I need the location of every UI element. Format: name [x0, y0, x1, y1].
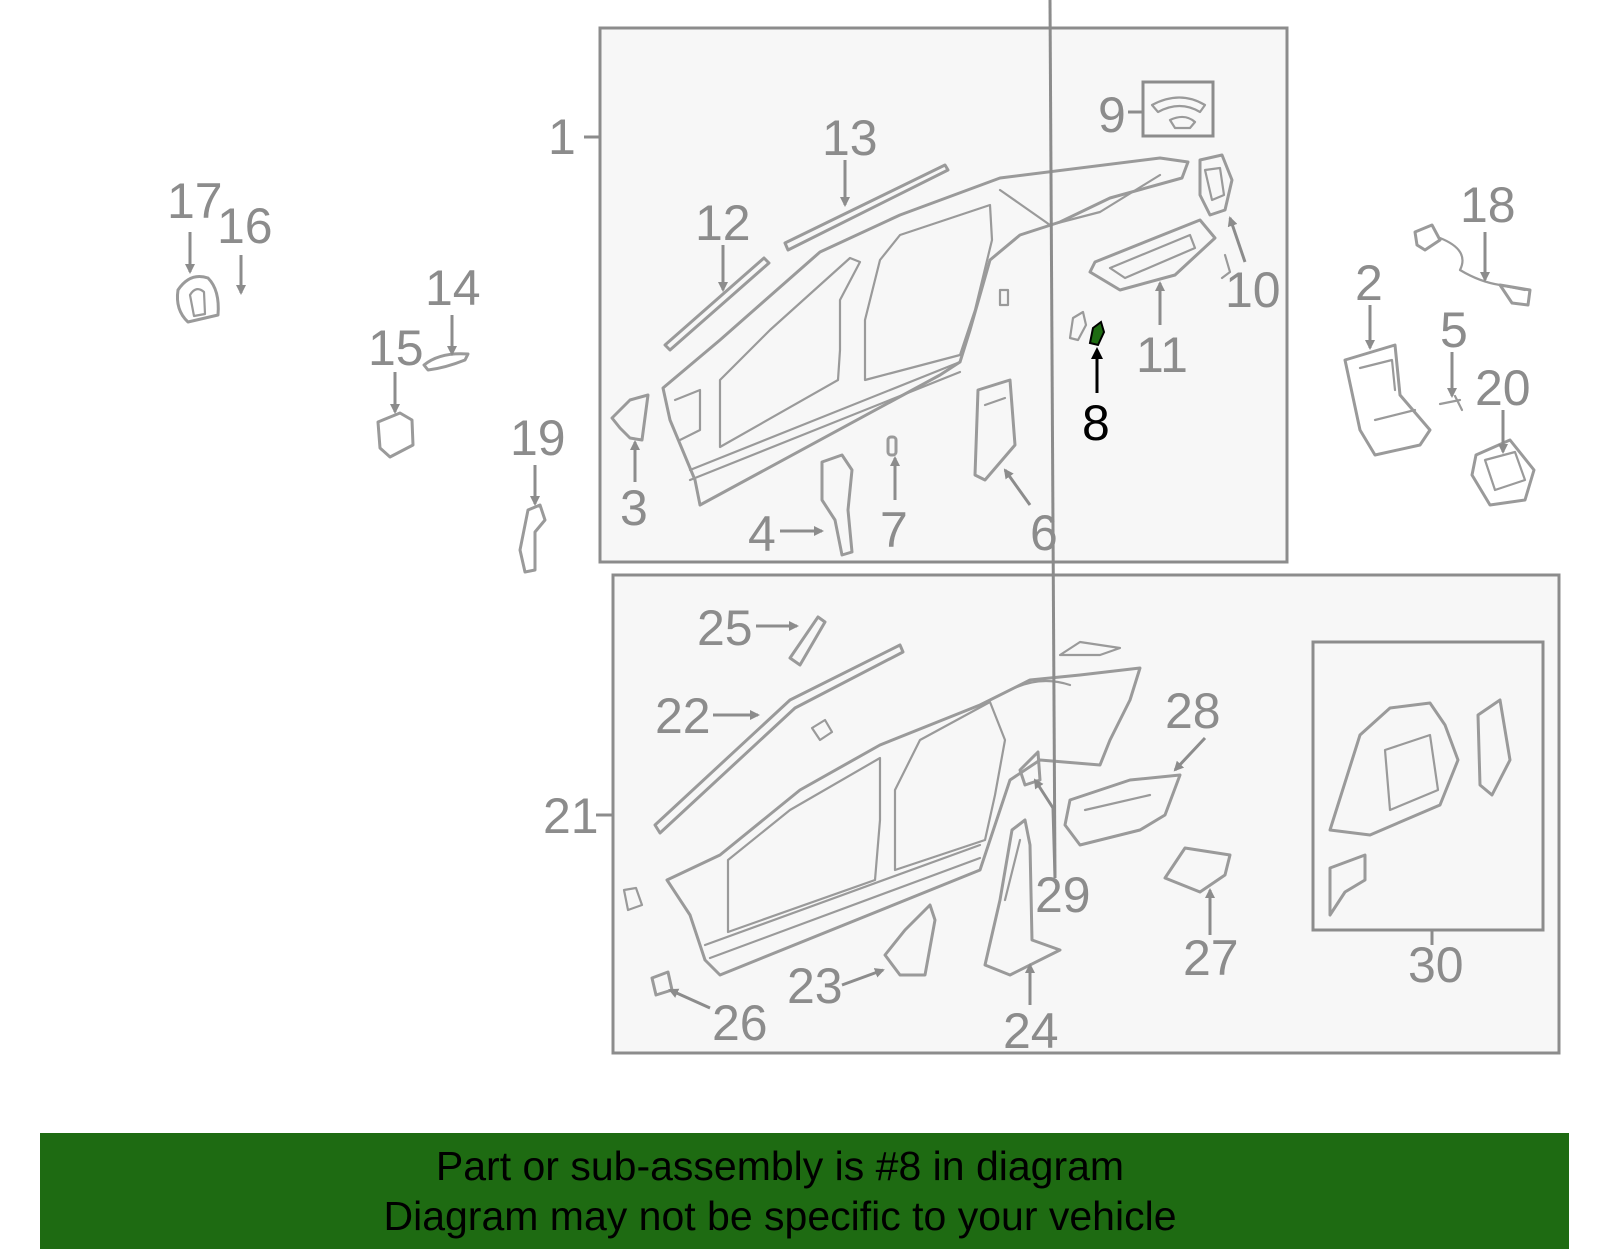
part-23-pillar[interactable]: [883, 903, 937, 977]
upper-assembly-panel: [598, 26, 1289, 564]
part-14-clip[interactable]: [422, 352, 470, 372]
callout-9: 9: [1098, 87, 1126, 143]
callout-10: 10: [1225, 262, 1281, 318]
part-28-wheelhouse[interactable]: [1063, 773, 1182, 847]
callout-29: 29: [1035, 867, 1091, 923]
callout-6: 6: [1030, 505, 1058, 561]
body-side-outer-panel[interactable]: [661, 156, 1190, 507]
part-21-side-clip[interactable]: [622, 886, 644, 912]
callout-16: 16: [217, 198, 273, 254]
part-3-bracket[interactable]: [610, 393, 650, 442]
info-banner: Part or sub-assembly is #8 in diagram Di…: [40, 1133, 1569, 1249]
callout-7: 7: [880, 502, 908, 558]
part-6-pillar[interactable]: [973, 378, 1017, 482]
banner-line-2: Diagram may not be specific to your vehi…: [383, 1193, 1177, 1239]
callout-30: 30: [1408, 937, 1464, 993]
callout-25: 25: [697, 600, 753, 656]
part-15-block[interactable]: [376, 411, 415, 459]
banner-line-1: Part or sub-assembly is #8 in diagram: [435, 1143, 1125, 1189]
part-21-upper-bracket[interactable]: [1058, 640, 1122, 657]
part-4-pillar-reinforcement[interactable]: [820, 453, 854, 557]
callout-17: 17: [167, 173, 223, 229]
callout-26: 26: [712, 995, 768, 1051]
sub-assembly-panel-30: [1311, 640, 1545, 932]
part-22-fastener[interactable]: [810, 718, 834, 742]
callout-2: 2: [1355, 255, 1383, 311]
callout-5: 5: [1440, 302, 1468, 358]
callout-4: 4: [748, 506, 776, 562]
callout-3: 3: [620, 480, 648, 536]
callout-1: 1: [548, 109, 576, 165]
callout-28: 28: [1165, 683, 1221, 739]
callout-23: 23: [787, 958, 843, 1014]
part-27-panel[interactable]: [1163, 846, 1232, 894]
callout-15: 15: [368, 320, 424, 376]
part-9-bracket[interactable]: [1141, 80, 1215, 138]
callout-20: 20: [1475, 360, 1531, 416]
part-20-vent[interactable]: [1470, 438, 1536, 507]
callout-12: 12: [695, 195, 751, 251]
part-10-fuel-door-housing[interactable]: [1198, 153, 1234, 217]
part-19-bracket[interactable]: [518, 503, 547, 574]
part-18-harness[interactable]: [1413, 223, 1532, 307]
part-17-cap[interactable]: [176, 275, 220, 324]
callout-22: 22: [655, 688, 711, 744]
part-11-wheelhouse-extension[interactable]: [1088, 218, 1232, 292]
part-22-drip-molding[interactable]: [653, 643, 905, 835]
callout-14: 14: [425, 260, 481, 316]
callout-11: 11: [1136, 327, 1188, 383]
part-5-bolt[interactable]: [1438, 394, 1464, 412]
callout-13: 13: [822, 110, 878, 166]
part-25-clip[interactable]: [788, 615, 827, 667]
leader-lines: [185, 0, 1508, 1010]
part-21-body-side-assembly[interactable]: [665, 666, 1142, 977]
callout-24: 24: [1003, 1003, 1059, 1059]
part-8-highlighted[interactable]: [1068, 310, 1106, 347]
part-30-wheelhouse-inner[interactable]: [1328, 698, 1512, 917]
callout-19: 19: [510, 410, 566, 466]
part-7-plug[interactable]: [886, 435, 898, 457]
callout-labels: 1 2 3 4 5 6 7 8 9 10 11 12 13 14 15 16 1…: [167, 87, 1531, 1059]
part-12-molding[interactable]: [663, 256, 771, 352]
callout-18: 18: [1460, 177, 1516, 233]
callout-8: 8: [1082, 395, 1110, 451]
callout-27: 27: [1183, 930, 1239, 986]
part-13-roof-rail[interactable]: [783, 163, 950, 252]
callout-21: 21: [543, 788, 599, 844]
part-2-wheelhouse-panel[interactable]: [1343, 343, 1432, 457]
